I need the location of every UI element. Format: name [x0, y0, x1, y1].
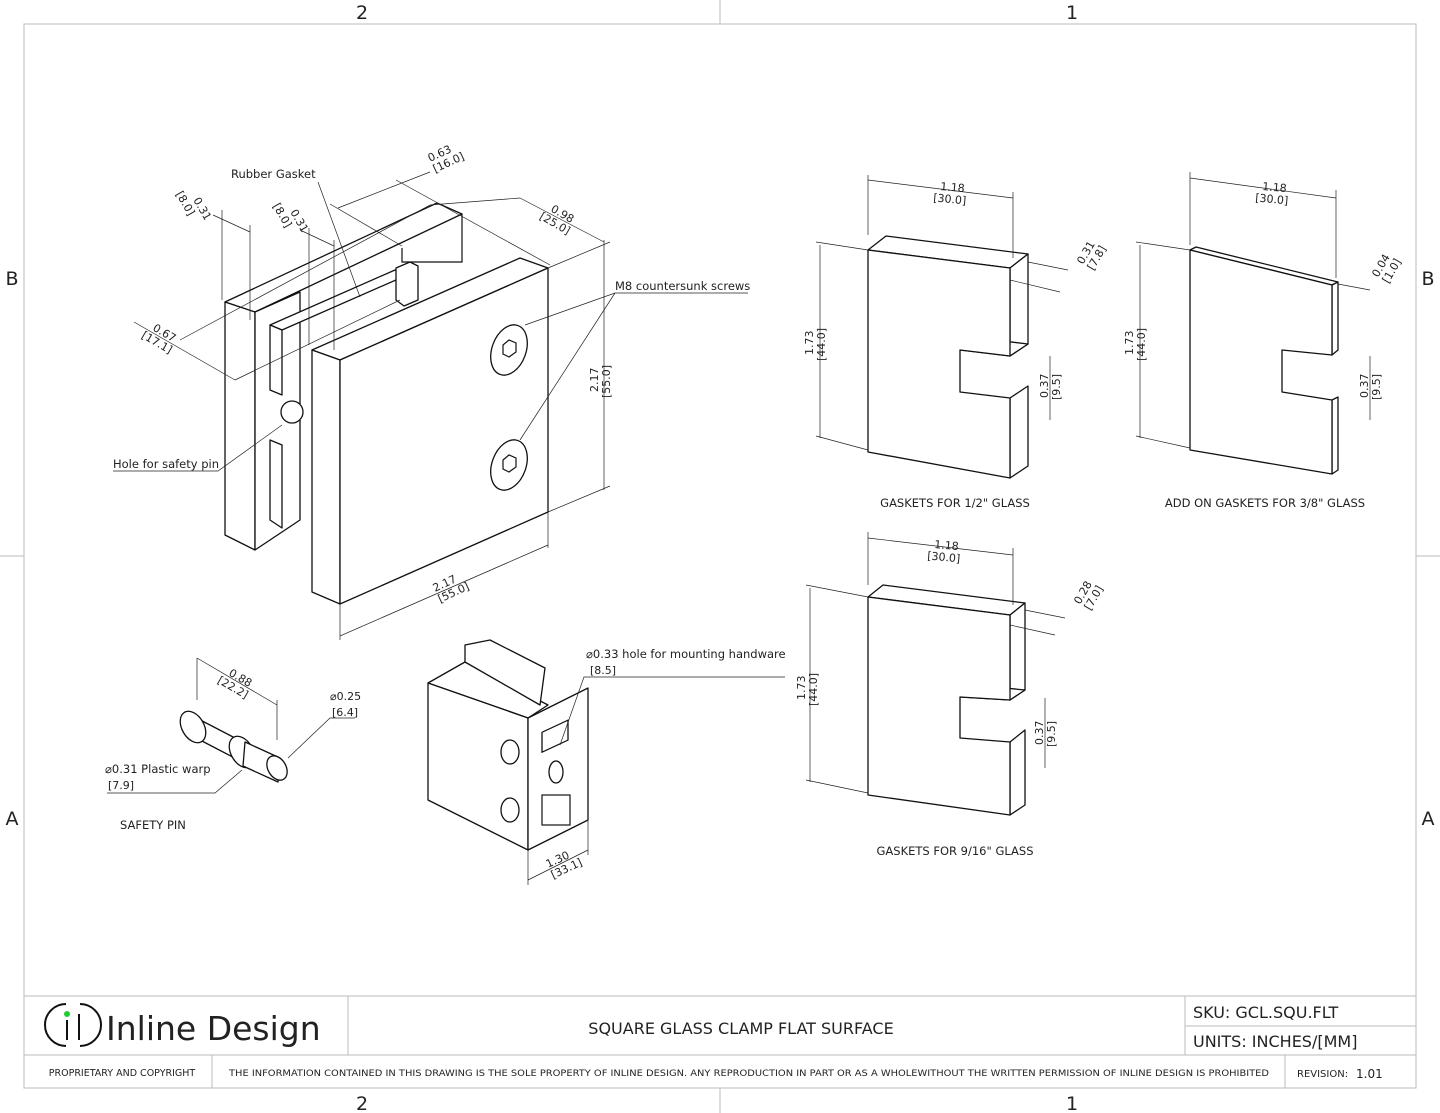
dim-depth: 0.98 [25.0]	[537, 202, 576, 237]
callout-m8-screws: M8 countersunk screws	[615, 279, 750, 293]
gasket3-dim-height: 1.73[44.0]	[795, 673, 820, 706]
zone-col-top-1: 1	[1066, 2, 1078, 24]
svg-text:[30.0]: [30.0]	[927, 549, 961, 565]
gasket3-dim-notch: 0.37[9.5]	[1033, 721, 1058, 748]
zone-row-right-b: B	[1421, 268, 1434, 290]
gasket3-caption: GASKETS FOR 9/16" GLASS	[877, 844, 1034, 858]
clamp-back-view	[427, 639, 785, 885]
proprietary-label: PROPRIETARY AND COPYRIGHT	[49, 1068, 196, 1079]
clamp-isometric-view	[113, 171, 748, 640]
svg-text:[9.5]: [9.5]	[1045, 721, 1058, 747]
gasket1-caption: GASKETS FOR 1/2" GLASS	[880, 496, 1030, 510]
dim-pin-body-dia-mm: [7.9]	[108, 779, 134, 792]
dim-pin-tip-dia-mm: [6.4]	[332, 706, 358, 719]
svg-text:1.73: 1.73	[795, 676, 808, 701]
zone-row-left-b: B	[5, 268, 18, 290]
svg-text:[55.0]: [55.0]	[600, 365, 613, 398]
units: UNITS: INCHES/[MM]	[1193, 1032, 1357, 1051]
zone-row-right-a: A	[1422, 808, 1435, 830]
dim-pin-body-dia: ⌀0.31 Plastic warp	[105, 762, 211, 776]
safety-pin-view	[107, 657, 355, 794]
countersunk-screw-top	[490, 324, 528, 376]
svg-text:1.73: 1.73	[803, 331, 816, 356]
hex-socket-icon	[502, 339, 517, 358]
countersunk-screw-bottom	[490, 439, 528, 491]
svg-text:1.18: 1.18	[934, 538, 960, 553]
zone-col-top-2: 2	[356, 2, 368, 24]
gasket2-caption: ADD ON GASKETS FOR 3/8" GLASS	[1165, 496, 1365, 510]
company-name: Inline Design	[106, 1009, 321, 1048]
dim-mount-hole: ⌀0.33 hole for mounting handware	[586, 647, 786, 661]
svg-text:[8.0]: [8.0]	[173, 189, 197, 218]
gasket3-dim-width: 1.18[30.0]	[927, 538, 961, 565]
gasket3-dim-thickness: 0.28[7.0]	[1071, 579, 1106, 613]
gasket-add-on-view	[1135, 172, 1371, 475]
company-logo	[44, 1003, 102, 1047]
revision-value: 1.01	[1356, 1067, 1383, 1081]
dim-slot-depth: 0.63 [16.0]	[426, 143, 467, 176]
title-block	[24, 995, 1416, 1088]
svg-text:[8.0]: [8.0]	[270, 201, 294, 230]
dim-back-thickness: 0.31 [8.0]	[173, 189, 214, 223]
svg-text:1.73: 1.73	[1123, 331, 1136, 356]
dim-base-width: 1.30 [33.1]	[544, 849, 585, 882]
drawing-title: SQUARE GLASS CLAMP FLAT SURFACE	[588, 1019, 893, 1038]
gasket2-dim-width: 1.18[30.0]	[1255, 180, 1289, 207]
dim-pin-length: 0.88 [22.2]	[215, 666, 254, 701]
zone-row-left-a: A	[6, 808, 19, 830]
dim-glass-gap: 0.67 [17.1]	[139, 321, 178, 356]
dim-width: 2.17 [55.0]	[431, 573, 472, 606]
svg-text:0.37: 0.37	[1038, 374, 1051, 399]
gasket-half-inch-view	[815, 175, 1069, 479]
svg-text:0.37: 0.37	[1358, 374, 1371, 399]
dim-gasket-thickness: 0.31 [8.0]	[270, 201, 311, 235]
dim-height: 2.17 [55.0]	[588, 365, 613, 398]
svg-text:1.18: 1.18	[940, 180, 966, 195]
gasket1-dim-notch: 0.37[9.5]	[1038, 374, 1063, 401]
gasket2-dim-thickness: 0.04[1.0]	[1369, 252, 1404, 286]
svg-text:[30.0]: [30.0]	[1255, 191, 1289, 207]
svg-text:2.17: 2.17	[588, 368, 601, 393]
gasket1-dim-width: 1.18[30.0]	[933, 180, 967, 207]
zone-col-bottom-1: 1	[1066, 1093, 1078, 1113]
callout-rubber-gasket: Rubber Gasket	[231, 167, 316, 181]
dim-pin-tip-dia: ⌀0.25	[330, 690, 361, 703]
hex-socket-icon	[502, 454, 517, 473]
gasket2-dim-height: 1.73[44.0]	[1123, 328, 1148, 361]
safety-pin-caption: SAFETY PIN	[120, 818, 186, 832]
svg-text:[30.0]: [30.0]	[933, 191, 967, 207]
svg-text:[9.5]: [9.5]	[1370, 374, 1383, 400]
copyright-notice: THE INFORMATION CONTAINED IN THIS DRAWIN…	[228, 1069, 1269, 1079]
gasket2-dim-notch: 0.37[9.5]	[1358, 374, 1383, 401]
logo-dot	[64, 1011, 70, 1017]
callout-safety-pin-hole: Hole for safety pin	[113, 457, 219, 471]
svg-text:[44.0]: [44.0]	[807, 673, 820, 706]
svg-text:1.18: 1.18	[1262, 180, 1288, 195]
gasket1-dim-thickness: 0.31[7.8]	[1074, 239, 1109, 273]
svg-text:[9.5]: [9.5]	[1050, 374, 1063, 400]
svg-text:0.37: 0.37	[1033, 721, 1046, 746]
dim-mount-hole-mm: [8.5]	[590, 664, 616, 677]
svg-text:[44.0]: [44.0]	[1135, 328, 1148, 361]
svg-text:[44.0]: [44.0]	[815, 328, 828, 361]
revision-label: REVISION:	[1297, 1069, 1348, 1080]
sku: SKU: GCL.SQU.FLT	[1193, 1003, 1338, 1022]
zone-col-bottom-2: 2	[356, 1093, 368, 1113]
gasket-nine-sixteenth-view	[805, 532, 1066, 816]
gasket1-dim-height: 1.73[44.0]	[803, 328, 828, 361]
